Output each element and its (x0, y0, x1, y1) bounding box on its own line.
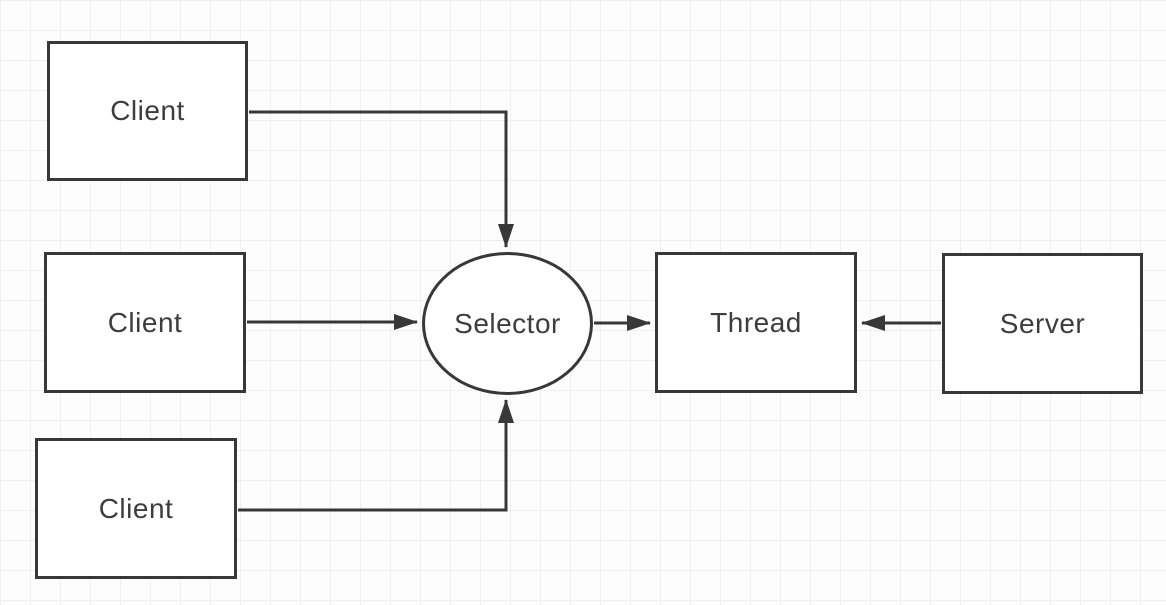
node-client-2-label: Client (107, 306, 183, 338)
node-selector: Selector (422, 252, 593, 395)
node-thread: Thread (655, 252, 857, 393)
node-client-1: Client (47, 41, 248, 181)
node-thread-label: Thread (710, 306, 802, 338)
node-client-1-label: Client (110, 95, 185, 126)
node-server: Server (942, 253, 1143, 394)
node-selector-label: Selector (454, 307, 561, 339)
node-client-3-label: Client (98, 492, 174, 524)
node-client-2: Client (44, 252, 246, 393)
node-server-label: Server (999, 307, 1086, 339)
edge-client3-to-selector (238, 399, 514, 512)
edge-client1-to-selector (249, 110, 514, 248)
node-client-3: Client (35, 438, 237, 579)
